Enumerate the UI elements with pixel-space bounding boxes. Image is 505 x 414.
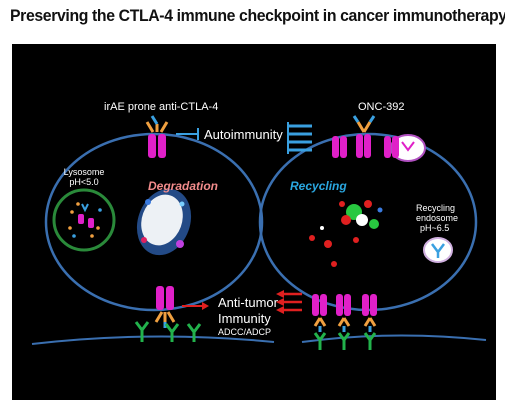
right-antibodies: [313, 317, 377, 332]
recycling-endosome: [423, 237, 453, 263]
degradation-label: Degradation: [148, 179, 219, 193]
diagram-panel: irAE prone anti-CTLA-4 ONC-392 Autoimmun…: [12, 44, 496, 400]
left-top-ctla4: [145, 115, 169, 158]
right-red-arrows: [276, 290, 302, 314]
right-fc-receptors: [313, 332, 377, 350]
anti-tumor-label: Anti-tumor: [218, 295, 278, 310]
right-top-ctla4: [332, 115, 399, 158]
figure-title: Preserving the CTLA-4 immune checkpoint …: [10, 6, 505, 25]
autoimmunity-label: Autoimmunity: [204, 127, 283, 142]
left-fc-receptors: [134, 321, 202, 342]
immunity-label: Immunity: [218, 311, 271, 326]
recycling-blob: [309, 200, 383, 267]
autoimmunity-bars: [287, 122, 312, 154]
degradation-blob: [136, 188, 192, 256]
left-bottom-ctla4: [154, 286, 176, 328]
recycling-endosome-label-2: endosome: [416, 213, 459, 223]
left-drug-label: irAE prone anti-CTLA-4: [104, 101, 219, 113]
lysosome: [52, 188, 116, 252]
right-bottom-ctla4: [312, 294, 377, 316]
right-effector-membrane: [301, 334, 487, 343]
lysosome-ph-label: pH<5.0: [69, 177, 99, 187]
recycling-endosome-ph: pH~6.5: [420, 223, 450, 233]
left-effector-membrane: [31, 335, 275, 345]
lysosome-label: Lysosome: [63, 167, 105, 177]
left-red-arrow: [182, 302, 209, 310]
right-drug-label: ONC-392: [358, 101, 405, 113]
lysosome-contents: [68, 202, 102, 238]
recycling-label: Recycling: [290, 179, 347, 193]
left-cell: [44, 132, 264, 312]
diagram-graphics: [31, 115, 487, 350]
adcc-label: ADCC/ADCP: [218, 327, 272, 337]
recycling-endosome-label-1: Recycling: [416, 203, 456, 213]
